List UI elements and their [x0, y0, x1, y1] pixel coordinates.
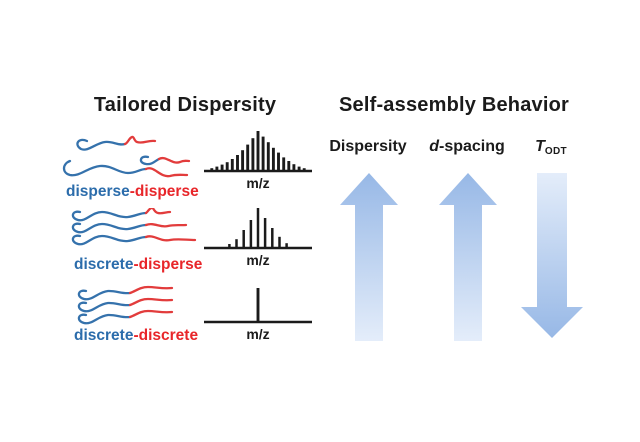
row-label-part-red: -disperse	[129, 183, 199, 200]
mass-spectrum-discrete-disperse	[203, 203, 313, 251]
row-label-part-blue: discrete	[74, 256, 134, 273]
mz-axis-label: m/z	[246, 175, 270, 191]
t-italic-text: T	[535, 138, 545, 155]
column-label-dispersity: Dispersity	[303, 138, 433, 156]
mz-axis-label: m/z	[246, 252, 270, 268]
dispersity-label-text: Dispersity	[329, 138, 407, 155]
arrow-down-t-odt	[521, 173, 583, 343]
polymer-chains-discrete-disperse	[71, 208, 197, 246]
left-panel-title: Tailored Dispersity	[93, 94, 277, 116]
odt-subscript-text: ODT	[544, 146, 567, 157]
polymer-chains-disperse-disperse	[62, 135, 191, 178]
mz-axis-label: m/z	[246, 326, 270, 342]
spacing-label-text: -spacing	[438, 138, 505, 155]
column-label-d-spacing: d-spacing	[402, 138, 532, 156]
arrow-up-d-spacing	[439, 172, 497, 346]
row-label-discrete-discrete: discrete-discrete	[74, 327, 198, 345]
d-italic-text: d	[429, 138, 439, 155]
right-panel-title: Self-assembly Behavior	[338, 94, 570, 116]
row-label-disperse-disperse: disperse-disperse	[66, 183, 199, 201]
row-label-part-red: -discrete	[133, 327, 199, 344]
row-label-discrete-disperse: discrete-disperse	[74, 256, 202, 274]
mass-spectrum-disperse-disperse	[203, 126, 313, 174]
row-label-part-red: -disperse	[133, 256, 203, 273]
row-label-part-blue: disperse	[66, 183, 130, 200]
polymer-chains-discrete-discrete	[77, 285, 174, 325]
mass-spectrum-discrete-discrete	[203, 277, 313, 325]
row-label-part-blue: discrete	[74, 327, 134, 344]
arrow-up-dispersity	[340, 172, 398, 346]
column-label-t-odt: TODT	[486, 138, 616, 157]
